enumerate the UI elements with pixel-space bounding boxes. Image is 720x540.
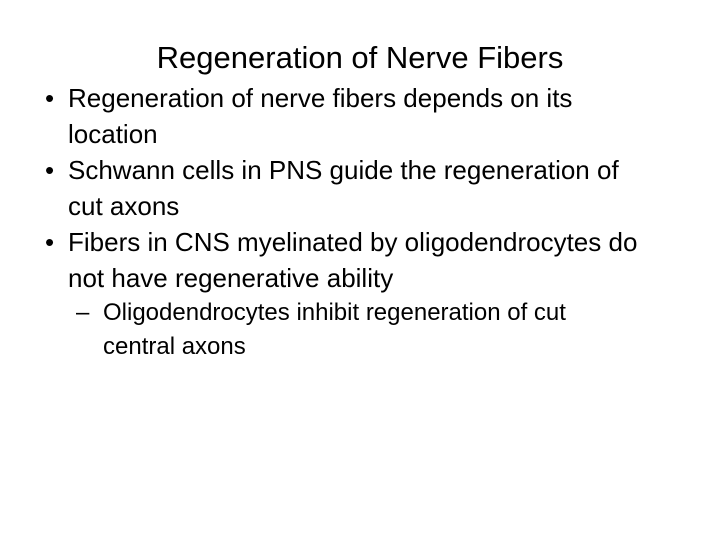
list-item: – Oligodendrocytes inhibit regeneration … <box>68 296 686 364</box>
dash-bullet-icon: – <box>76 299 90 326</box>
bullet-text: Fibers in CNS myelinated by oligodendroc… <box>68 227 638 293</box>
slide-body-content: • Regeneration of nerve fibers depends o… <box>36 80 686 364</box>
sub-bullet-list: – Oligodendrocytes inhibit regeneration … <box>36 296 686 364</box>
bullet-text: Schwann cells in PNS guide the regenerat… <box>68 155 619 221</box>
page-title: Regeneration of Nerve Fibers <box>156 39 564 75</box>
sub-bullet-text: Oligodendrocytes inhibit regeneration of… <box>103 299 566 360</box>
list-item: • Fibers in CNS myelinated by oligodendr… <box>36 224 686 296</box>
bullet-point-icon: • <box>45 227 55 257</box>
list-item: • Regeneration of nerve fibers depends o… <box>36 80 686 152</box>
bullet-list: • Regeneration of nerve fibers depends o… <box>36 80 686 364</box>
bullet-point-icon: • <box>45 83 55 113</box>
bullet-text: Regeneration of nerve fibers depends on … <box>68 83 573 149</box>
list-item: • Schwann cells in PNS guide the regener… <box>36 152 686 224</box>
bullet-point-icon: • <box>45 155 55 185</box>
